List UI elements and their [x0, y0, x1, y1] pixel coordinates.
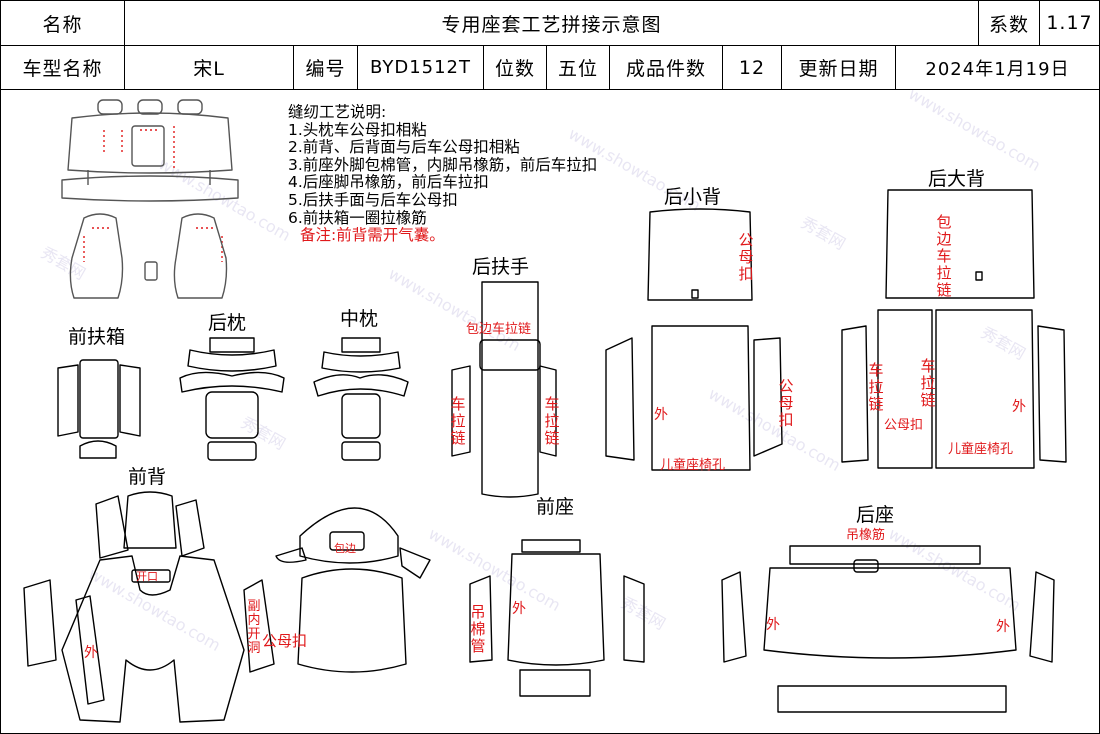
front-seats-illustration	[69, 213, 228, 299]
header-table: 名称 专用座套工艺拼接示意图 系数 1.17 车型名称 宋L 编号 BYD151…	[0, 0, 1100, 90]
annotation-child-hole-big: 儿童座椅孔	[948, 442, 1014, 457]
note-item: 1.头枕车公母扣相粘	[288, 120, 427, 139]
sewing-notes: 缝纫工艺说明: 1.头枕车公母扣相粘 2.前背、后背面与后车公母扣相粘 3.前座…	[288, 103, 598, 245]
red-stitch-marks	[83, 126, 223, 262]
annotation-edge-zipper-big: 包边车拉链	[936, 213, 952, 299]
rear-small-back-pieces	[605, 208, 783, 471]
note-item: 2.前背、后背面与后车公母扣相粘	[288, 138, 520, 157]
annotation-zipper-big-left: 车拉链	[868, 361, 884, 413]
annotation-outer-small-back: 外	[654, 407, 668, 423]
rear-bench-illustration	[61, 99, 239, 202]
label-rear-big-back: 后大背	[928, 168, 986, 190]
rear-armrest-pieces	[451, 281, 557, 498]
annotation-snap-front-back: 公母扣	[262, 632, 308, 650]
front-back-airbag-pieces	[243, 507, 431, 673]
annotation-zipper-left: 车拉链	[450, 395, 466, 447]
rear-seat-pieces	[721, 545, 1055, 713]
note-item: 4.后座脚吊橡筋，前后车拉扣	[288, 173, 489, 192]
annotation-outer-big: 外	[1012, 399, 1026, 415]
annotation-foam-tube: 吊棉管	[470, 603, 486, 655]
rear-headrest-pieces	[179, 337, 285, 461]
rear-big-back-pieces	[841, 189, 1067, 469]
label-front-seat: 前座	[536, 496, 575, 518]
note-item: 6.前扶箱一圈拉橡筋	[288, 208, 427, 227]
notes-remark: 备注:前背需开气囊。	[300, 226, 445, 245]
annotation-edge-zipper: 包边车拉链	[466, 322, 532, 337]
annotation-child-hole-small: 儿童座椅孔	[660, 458, 726, 473]
annotation-open: 开口	[136, 570, 158, 583]
label-rear-seat: 后座	[856, 504, 895, 526]
annotation-zipper-big-right: 车拉链	[920, 357, 936, 409]
label-front-back: 前背	[128, 466, 167, 488]
label-front-armbox: 前扶箱	[68, 326, 126, 348]
note-item: 5.后扶手面与后车公母扣	[288, 190, 458, 209]
annotation-outer-rear-right: 外	[996, 619, 1010, 635]
mid-headrest-pieces	[313, 337, 409, 461]
annotation-outer-front-seat: 外	[512, 601, 526, 617]
notes-heading: 缝纫工艺说明:	[288, 103, 387, 121]
label-rear-small-back: 后小背	[664, 186, 722, 208]
annotation-elastic: 吊橡筋	[846, 528, 886, 543]
front-back-pieces	[23, 491, 245, 723]
annotation-edge-airbag: 包边	[334, 542, 356, 555]
annotation-pull-hood: 副内开洞	[247, 599, 261, 656]
annotation-snap-small-back: 公母扣	[738, 231, 754, 283]
front-seat-pieces	[469, 539, 645, 697]
note-item: 3.前座外脚包棉管，内脚吊橡筋，前后车拉扣	[288, 155, 598, 174]
annotation-outer-front-back: 外	[84, 645, 98, 661]
annotation-outer-rear-left: 外	[766, 617, 780, 633]
label-mid-headrest: 中枕	[340, 308, 379, 330]
annotation-snap-small-side: 公母扣	[778, 377, 794, 429]
annotation-snap-big: 公母扣	[884, 418, 924, 433]
annotation-zipper-right: 车拉链	[544, 395, 560, 447]
label-rear-armrest: 后扶手	[472, 256, 530, 278]
front-armbox-pieces	[57, 359, 141, 459]
label-rear-headrest: 后枕	[208, 312, 247, 334]
